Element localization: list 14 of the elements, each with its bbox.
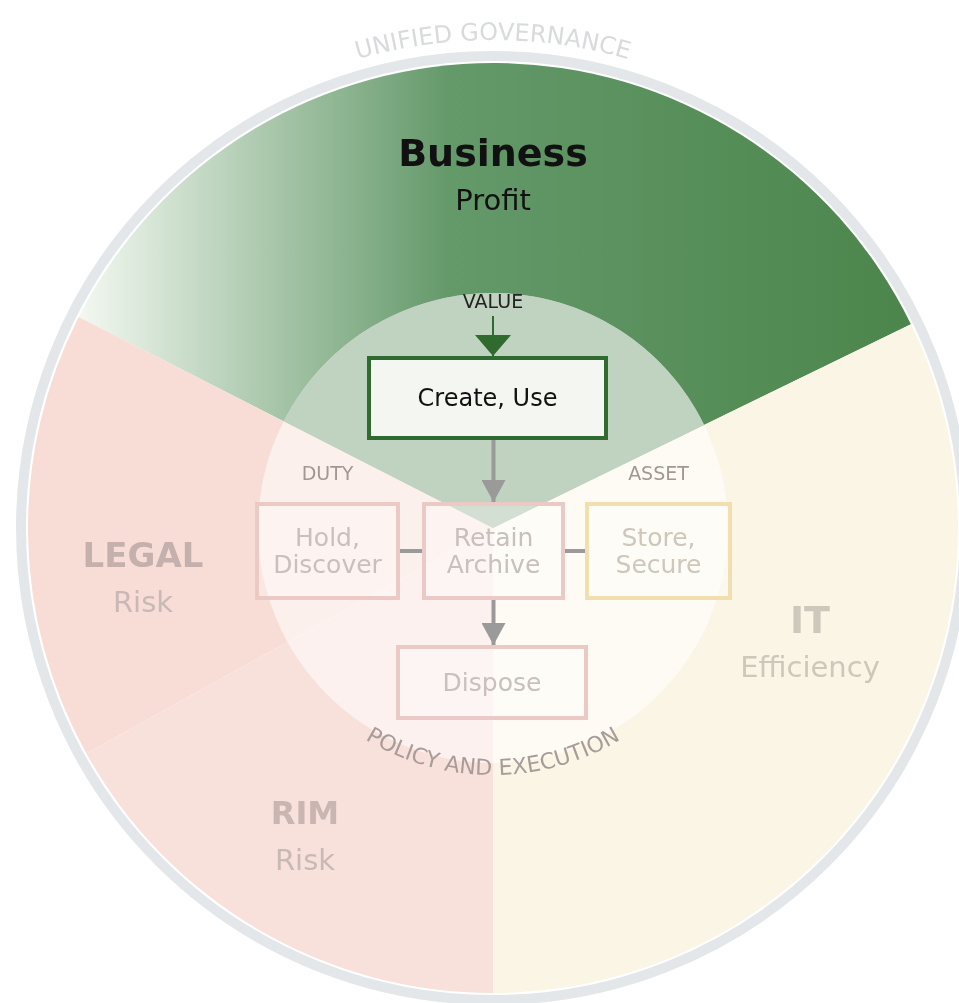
process-box: Dispose (396, 645, 588, 720)
stage-label: VALUE (461, 288, 525, 314)
arrow (481, 440, 506, 502)
sector-subtitle: Profit (455, 183, 531, 217)
process-box: Store, Secure (585, 502, 732, 600)
arrow (475, 315, 511, 357)
arrow (481, 600, 506, 645)
sector-title: Business (398, 130, 588, 175)
connector-line (400, 549, 422, 553)
group-label: ASSET (627, 462, 690, 484)
process-box: Create, Use (367, 356, 608, 440)
process-box: Retain Archive (422, 502, 565, 600)
group-label: DUTY (300, 462, 355, 484)
connector-line (565, 549, 585, 553)
